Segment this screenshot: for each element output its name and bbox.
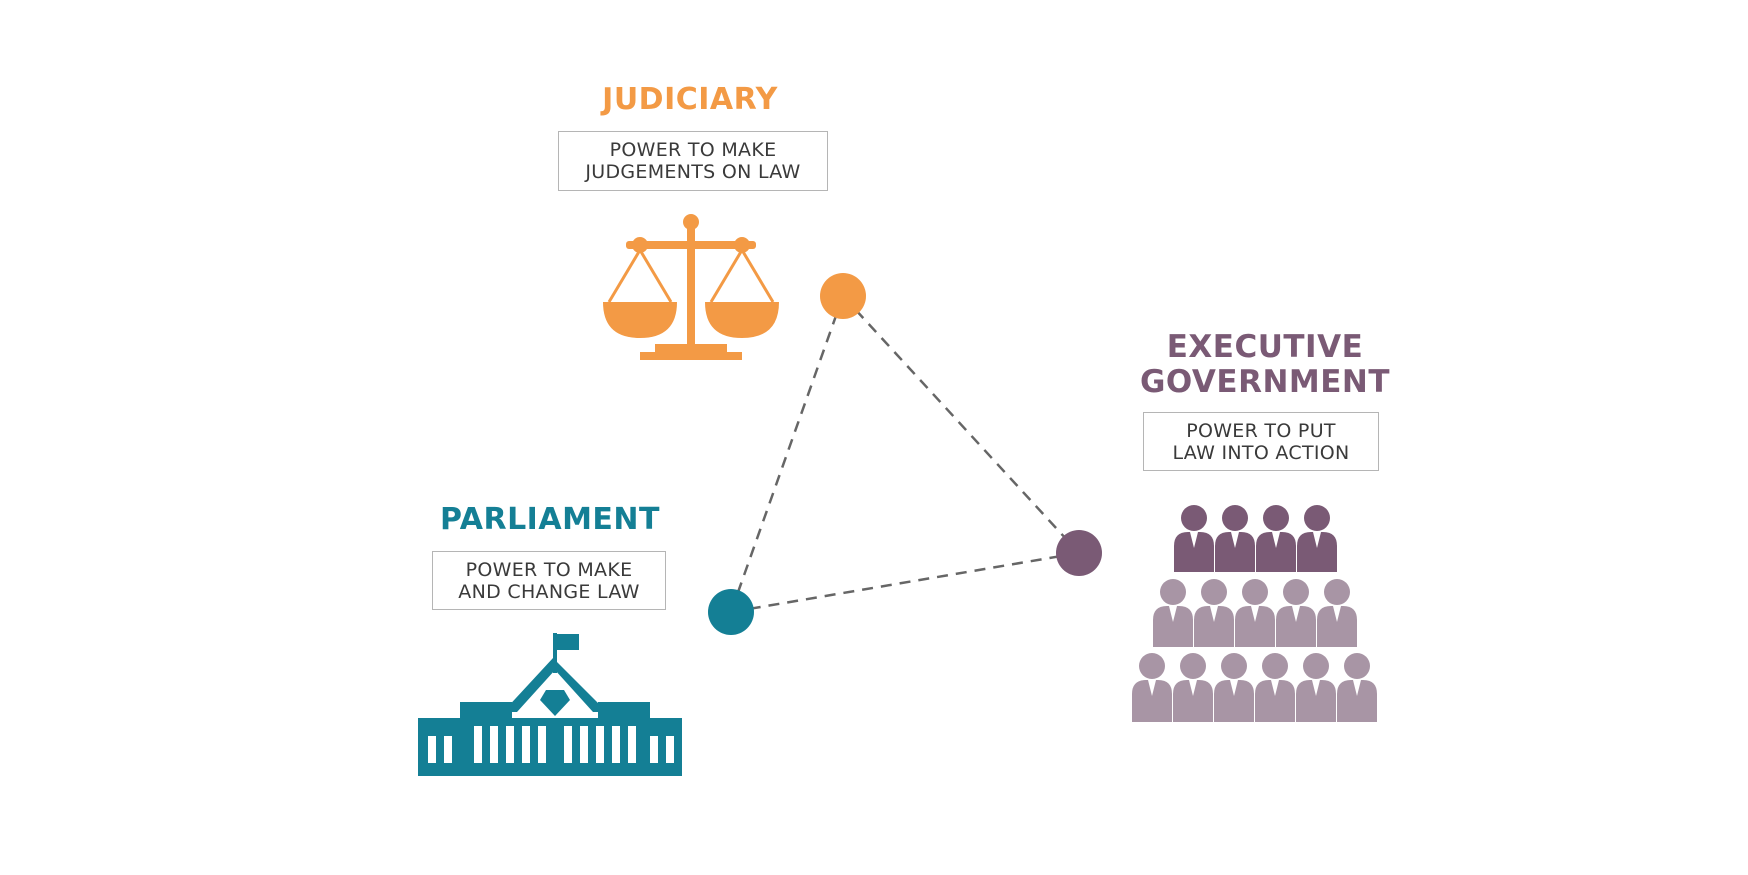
parliament-description-line-2: AND CHANGE LAW bbox=[458, 580, 640, 603]
scales-of-justice-icon bbox=[603, 214, 779, 360]
parliament-description-line-1: POWER TO MAKE bbox=[465, 558, 633, 581]
people-row-1 bbox=[1174, 505, 1337, 572]
judiciary-description-line-1: POWER TO MAKE bbox=[609, 139, 777, 161]
people-row-2 bbox=[1153, 579, 1357, 647]
judiciary-description-line-2: JUDGEMENTS ON LAW bbox=[585, 161, 801, 183]
connector-lines bbox=[729, 295, 1080, 614]
connector-judiciary-parliament bbox=[729, 295, 845, 613]
people-suit-details bbox=[1148, 532, 1361, 696]
connector-parliament-executive bbox=[730, 551, 1080, 614]
parliament-columns bbox=[428, 726, 674, 763]
executive-title-line-1: EXECUTIVE bbox=[1166, 329, 1364, 365]
parliament-house-icon bbox=[418, 633, 682, 776]
parliament-description-box: POWER TO MAKE AND CHANGE LAW bbox=[432, 551, 666, 610]
executive-node bbox=[1056, 530, 1102, 576]
judiciary-description-box: POWER TO MAKE JUDGEMENTS ON LAW bbox=[558, 131, 828, 191]
executive-description-box: POWER TO PUT LAW INTO ACTION bbox=[1143, 412, 1379, 471]
executive-title: EXECUTIVE GOVERNMENT bbox=[1120, 330, 1410, 400]
executive-description-line-1: POWER TO PUT bbox=[1186, 419, 1336, 442]
parliament-title: PARLIAMENT bbox=[440, 502, 660, 537]
people-row-3 bbox=[1132, 653, 1377, 722]
judiciary-node bbox=[820, 273, 866, 319]
judiciary-title: JUDICIARY bbox=[602, 82, 778, 117]
executive-description-line-2: LAW INTO ACTION bbox=[1172, 441, 1350, 464]
group-of-people-icon bbox=[1132, 505, 1377, 722]
executive-title-line-2: GOVERNMENT bbox=[1139, 364, 1391, 400]
parliament-node bbox=[708, 589, 754, 635]
connector-judiciary-executive bbox=[842, 295, 1080, 554]
